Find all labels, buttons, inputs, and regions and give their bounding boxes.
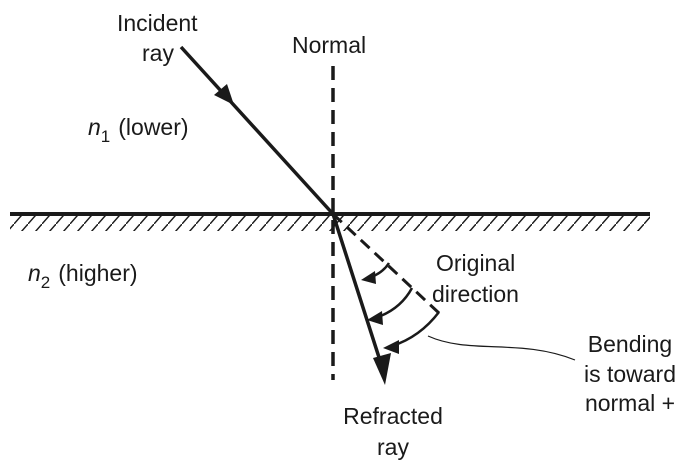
incident-label-line2: ray	[142, 40, 174, 66]
incident-ray-arrowhead	[214, 84, 234, 105]
original-direction-label-line2: direction	[432, 281, 519, 307]
n1-subscript: 1	[101, 127, 110, 146]
n2-subscript: 2	[41, 273, 50, 292]
bending-leader-line	[427, 335, 576, 361]
bending-label-line1: Bending	[588, 331, 672, 357]
n1-qualifier: (lower)	[118, 114, 188, 140]
n2-symbol: n	[28, 260, 41, 286]
bending-arc-inner-arrowhead	[361, 271, 376, 284]
n1-symbol: n	[88, 114, 101, 140]
refracted-label-line1: Refracted	[343, 403, 443, 429]
refracted-label-line2: ray	[377, 434, 409, 460]
bending-arc-outer	[391, 311, 440, 348]
n1-label: n1 (lower)	[88, 114, 189, 146]
original-direction-line	[331, 212, 442, 316]
normal-label: Normal	[292, 32, 366, 58]
n2-label: n2 (higher)	[28, 260, 138, 292]
bending-arc-outer-arrowhead	[383, 340, 399, 354]
n2-qualifier: (higher)	[58, 260, 137, 286]
incident-ray	[179, 45, 335, 216]
bending-label-line3: normal +	[585, 390, 675, 416]
incident-label-line1: Incident	[117, 10, 198, 36]
refracted-ray-arrowhead	[373, 353, 391, 385]
original-direction-label-line1: Original	[436, 250, 515, 276]
medium-hatching	[10, 215, 650, 231]
bending-label-line2: is toward	[584, 361, 676, 387]
refracted-ray	[331, 213, 386, 374]
bending-arc-middle-arrowhead	[367, 311, 383, 325]
